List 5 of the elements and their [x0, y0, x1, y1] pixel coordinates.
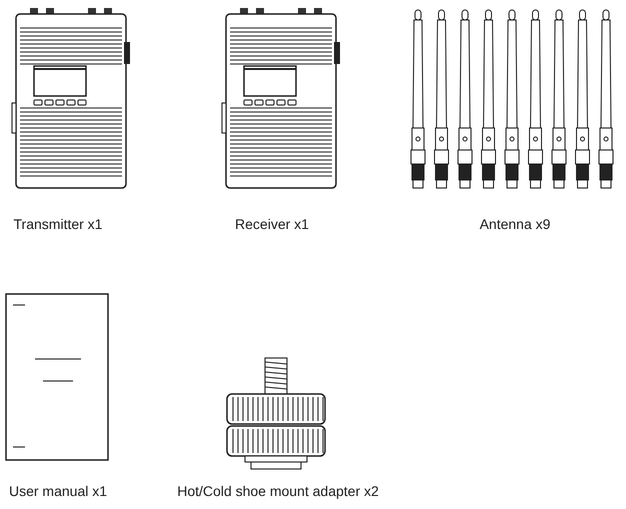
item-caption: Hot/Cold shoe mount adapter x2 [177, 483, 379, 499]
item-caption: Receiver x1 [235, 216, 309, 232]
item-caption: Antenna x9 [480, 216, 550, 232]
item-caption: User manual x1 [8, 483, 108, 499]
item-caption: Transmitter x1 [14, 216, 102, 232]
